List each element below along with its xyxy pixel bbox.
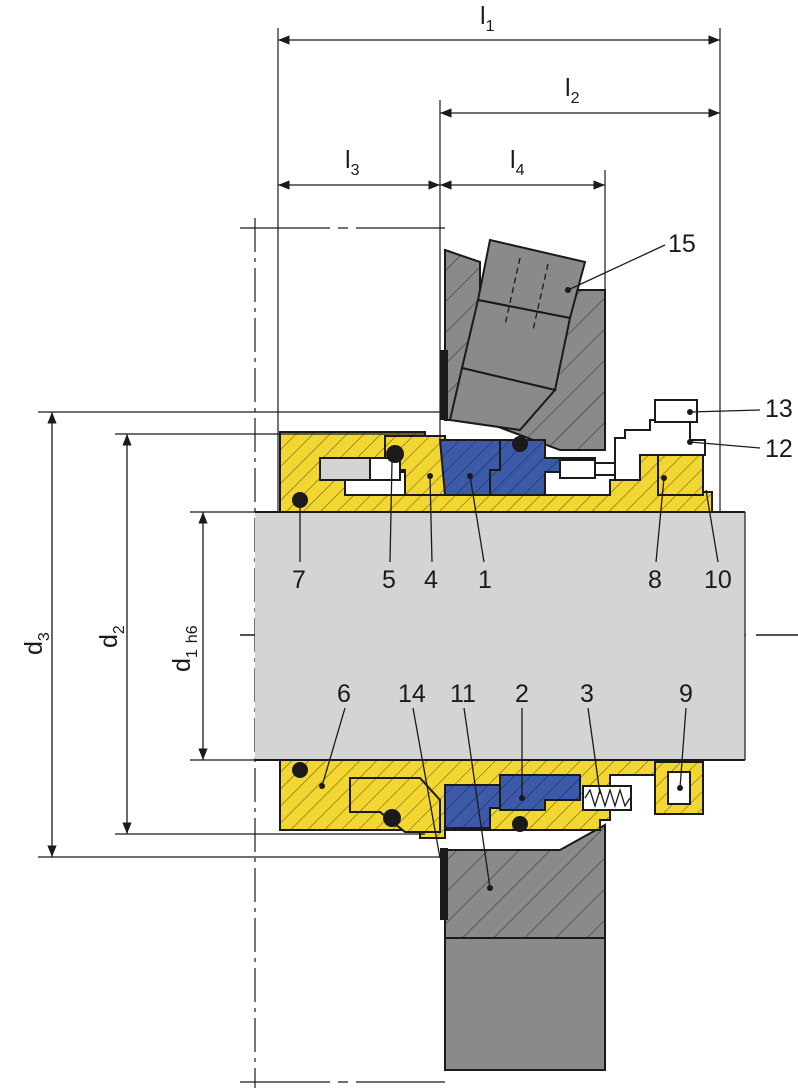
pin-part-15 [448, 238, 587, 432]
o-ring-5 [386, 445, 404, 463]
callout-13: 13 [765, 395, 793, 423]
dim-label-l2: l2 [565, 74, 580, 107]
callout-4: 4 [424, 566, 438, 594]
callout-10: 10 [704, 566, 732, 594]
dim-label-d3: d3 [20, 632, 53, 655]
callout-7: 7 [292, 566, 306, 594]
callout-12: 12 [765, 435, 793, 463]
callout-15: 15 [668, 230, 696, 258]
callout-9: 9 [679, 680, 693, 708]
callout-6: 6 [337, 680, 351, 708]
callout-1: 1 [478, 566, 492, 594]
callout-dots [319, 287, 693, 891]
shaft [255, 512, 745, 760]
dimension-lines [38, 28, 721, 858]
dim-label-l1: l1 [480, 2, 495, 35]
callout-2: 2 [515, 680, 529, 708]
o-ring-7 [292, 492, 308, 508]
callout-3: 3 [580, 680, 594, 708]
callout-11: 11 [450, 680, 476, 708]
callout-8: 8 [648, 566, 662, 594]
callout-5: 5 [382, 566, 396, 594]
o-ring-6 [292, 762, 308, 778]
dim-label-d2: d2 [95, 625, 128, 648]
callout-14: 14 [398, 680, 426, 708]
dim-label-d1: d1h6 [168, 625, 201, 672]
dim-label-l4: l4 [510, 146, 525, 179]
dim-label-l3: l3 [345, 146, 360, 179]
callout-leaders [299, 244, 761, 889]
lower-seal-half [279, 759, 704, 839]
